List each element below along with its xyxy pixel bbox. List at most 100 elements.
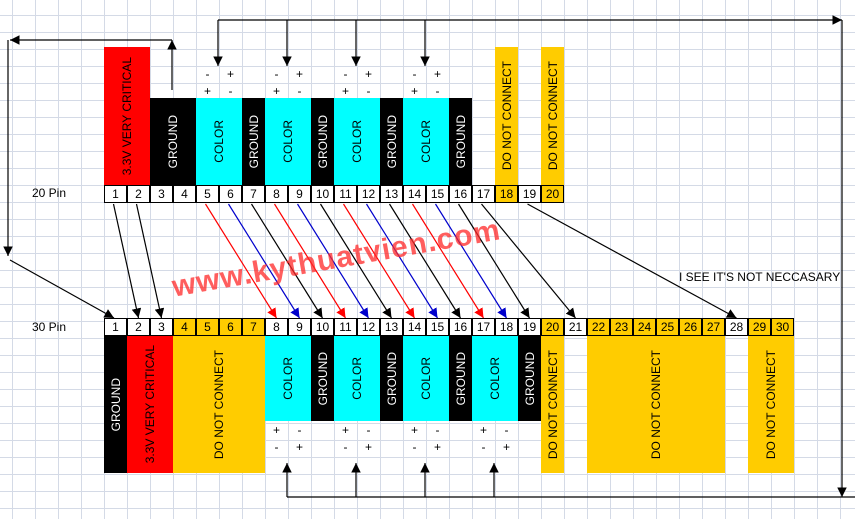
- pin-cell: 28: [725, 318, 748, 336]
- pin-cell: 26: [679, 318, 702, 336]
- polarity-sign: +: [272, 423, 280, 437]
- label-30-pin: 30 Pin: [32, 320, 67, 334]
- pin-cell: 13: [380, 318, 403, 336]
- connection-arrow: [250, 203, 324, 319]
- pin-cell: 15: [426, 185, 449, 203]
- connection-arrow: [365, 203, 439, 319]
- block-label: DO NOT CONNECT: [545, 61, 560, 171]
- block-label: COLOR: [488, 357, 502, 400]
- connection-arrow: [319, 203, 393, 319]
- connection-arrow: [204, 203, 278, 319]
- pin-cell: 20: [541, 185, 564, 203]
- note-text: I SEE IT'S NOT NECCASARY: [679, 270, 841, 284]
- block-label: DO NOT CONNECT: [649, 349, 663, 460]
- polarity-sign: +: [410, 423, 418, 437]
- color-block: COLOR: [196, 98, 242, 185]
- ground-block: GROUND: [380, 98, 403, 185]
- pin-cell: 16: [449, 318, 472, 336]
- polarity-sign: -: [297, 84, 302, 98]
- pin-cell: 3: [150, 185, 173, 203]
- polarity-sign: +: [295, 440, 303, 454]
- block-label: COLOR: [350, 120, 364, 163]
- polarity-sign: -: [205, 67, 210, 81]
- block-label: DO NOT CONNECT: [499, 61, 514, 171]
- polarity-sign: -: [435, 423, 440, 437]
- pin-cell: 11: [334, 185, 357, 203]
- connection-arrow: [457, 203, 531, 319]
- polarity-sign: -: [274, 440, 279, 454]
- pin-cell: 6: [219, 185, 242, 203]
- ground-block: GROUND: [150, 98, 196, 185]
- polarity-sign: +: [479, 423, 487, 437]
- block-label: GROUND: [384, 351, 399, 406]
- polarity-sign: -: [343, 67, 348, 81]
- ground-block: GROUND: [380, 336, 403, 421]
- polarity-sign: -: [366, 84, 371, 98]
- connection-arrow: [388, 203, 462, 319]
- block-label: DO NOT CONNECT: [212, 349, 226, 460]
- pin-cell: 9: [288, 318, 311, 336]
- block-label: COLOR: [419, 120, 433, 163]
- pin-cell: 17: [472, 318, 495, 336]
- polarity-sign: +: [295, 67, 303, 81]
- block-label: GROUND: [453, 351, 468, 406]
- pin-cell: 6: [219, 318, 242, 336]
- pin-cell: 13: [380, 185, 403, 203]
- block-label: GROUND: [246, 114, 261, 169]
- polarity-sign: +: [433, 67, 441, 81]
- pin-cell: 8: [265, 318, 288, 336]
- pin-cell: 10: [311, 185, 334, 203]
- polarity-sign: -: [412, 67, 417, 81]
- connection-arrow: [481, 203, 576, 319]
- polarity-sign: +: [433, 440, 441, 454]
- ground-block: GROUND: [311, 98, 334, 185]
- label-20-pin: 20 Pin: [32, 186, 67, 200]
- pin-cell: 24: [633, 318, 656, 336]
- pin-cell: 30: [771, 318, 794, 336]
- pin-cell: 7: [242, 185, 265, 203]
- polarity-sign: +: [364, 440, 372, 454]
- ground-block: GROUND: [449, 336, 472, 421]
- pin-cell: 2: [127, 318, 150, 336]
- connection-arrow: [434, 203, 508, 319]
- color-block: COLOR: [334, 336, 380, 421]
- ground-block: GROUND: [104, 336, 127, 473]
- pin-cell: 4: [173, 318, 196, 336]
- connection-arrow: [135, 203, 165, 319]
- block-label: GROUND: [108, 377, 123, 432]
- pin-cell: 18: [495, 318, 518, 336]
- block-label: DO NOT CONNECT: [545, 349, 560, 460]
- ground-block: GROUND: [449, 98, 472, 185]
- polarity-sign: +: [341, 84, 349, 98]
- block-label: GROUND: [453, 114, 468, 169]
- pin-cell: 7: [242, 318, 265, 336]
- dnc-block: DO NOT CONNECT: [541, 47, 564, 185]
- color-block: COLOR: [403, 98, 449, 185]
- block-label: GROUND: [384, 114, 399, 169]
- pin-cell: 12: [357, 318, 380, 336]
- pin-cell: 2: [127, 185, 150, 203]
- ground-connection-arrow: [9, 259, 115, 319]
- polarity-sign: -: [481, 440, 486, 454]
- ground-block: GROUND: [311, 336, 334, 421]
- dnc-block: DO NOT CONNECT: [173, 336, 265, 473]
- block-label: 3.3V VERY CRITICAL: [120, 56, 134, 176]
- ground-block: GROUND: [242, 98, 265, 185]
- color-block: COLOR: [403, 336, 449, 421]
- pin-cell: 22: [587, 318, 610, 336]
- pin-cell: 20: [541, 318, 564, 336]
- pin-cell: 16: [449, 185, 472, 203]
- red-block: 3.3V VERY CRITICAL: [127, 336, 173, 473]
- color-block: COLOR: [334, 98, 380, 185]
- connection-arrow: [273, 203, 347, 319]
- pin-cell: 14: [403, 185, 426, 203]
- pin-cell: 10: [311, 318, 334, 336]
- polarity-sign: +: [410, 84, 418, 98]
- polarity-sign: +: [203, 84, 211, 98]
- polarity-sign: -: [412, 440, 417, 454]
- dnc-block: DO NOT CONNECT: [495, 47, 518, 185]
- polarity-sign: -: [228, 84, 233, 98]
- block-label: DO NOT CONNECT: [764, 349, 778, 460]
- dnc-block: DO NOT CONNECT: [748, 336, 794, 473]
